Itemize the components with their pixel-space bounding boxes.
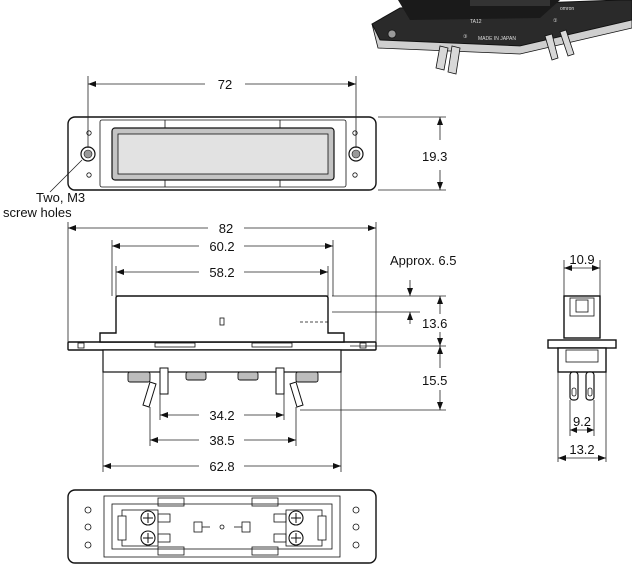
dim-58-2-label: 58.2 <box>209 265 234 280</box>
dim-82: 82 <box>67 221 377 342</box>
dim-10-9: 10.9 <box>563 252 601 296</box>
dim-60-2-label: 60.2 <box>209 239 234 254</box>
dim-15-5-label: 15.5 <box>422 373 447 388</box>
dim-82-label: 82 <box>219 221 233 236</box>
screw-holes-note: Two, M3 screw holes <box>3 159 85 220</box>
dim-9-2-label: 9.2 <box>573 414 591 429</box>
photo-circle-right: ① <box>553 18 558 24</box>
product-photo: omron TA12 ③ ① MADE IN JAPAN <box>371 0 632 75</box>
photo-model-text: TA12 <box>470 19 482 25</box>
dim-13-6-label: 13.6 <box>422 316 447 331</box>
photo-brand-text: omron <box>560 6 574 12</box>
dim-9-2: 9.2 <box>569 400 595 436</box>
dim-13-2: 13.2 <box>557 372 607 462</box>
photo-circle-left: ③ <box>463 34 468 40</box>
dim-38-5-label: 38.5 <box>209 433 234 448</box>
photo-made-in-text: MADE IN JAPAN <box>478 36 516 42</box>
dim-72: 72 <box>87 76 357 148</box>
top-view <box>67 116 377 191</box>
dim-62-8-label: 62.8 <box>209 459 234 474</box>
dim-19-3-label: 19.3 <box>422 149 447 164</box>
bottom-view <box>67 489 377 564</box>
dim-10-9-label: 10.9 <box>569 252 594 267</box>
screw-holes-label-line1: Two, M3 <box>36 190 85 205</box>
dim-vertical-group: Approx. 6.5 13.6 15.5 <box>300 253 457 411</box>
dim-38-5: 38.5 <box>149 407 297 448</box>
dim-60-2: 60.2 <box>111 239 334 296</box>
dim-34-2-label: 34.2 <box>209 408 234 423</box>
front-view <box>67 295 377 408</box>
dim-72-label: 72 <box>218 77 232 92</box>
side-view <box>547 295 617 401</box>
dim-13-2-label: 13.2 <box>569 442 594 457</box>
dim-62-8: 62.8 <box>102 372 342 474</box>
dim-58-2: 58.2 <box>115 265 329 296</box>
approx-6-5-label: Approx. 6.5 <box>390 253 457 268</box>
screw-holes-label-line2: screw holes <box>3 205 72 220</box>
dim-34-2: 34.2 <box>159 394 285 423</box>
dim-19-3: 19.3 <box>378 116 447 191</box>
